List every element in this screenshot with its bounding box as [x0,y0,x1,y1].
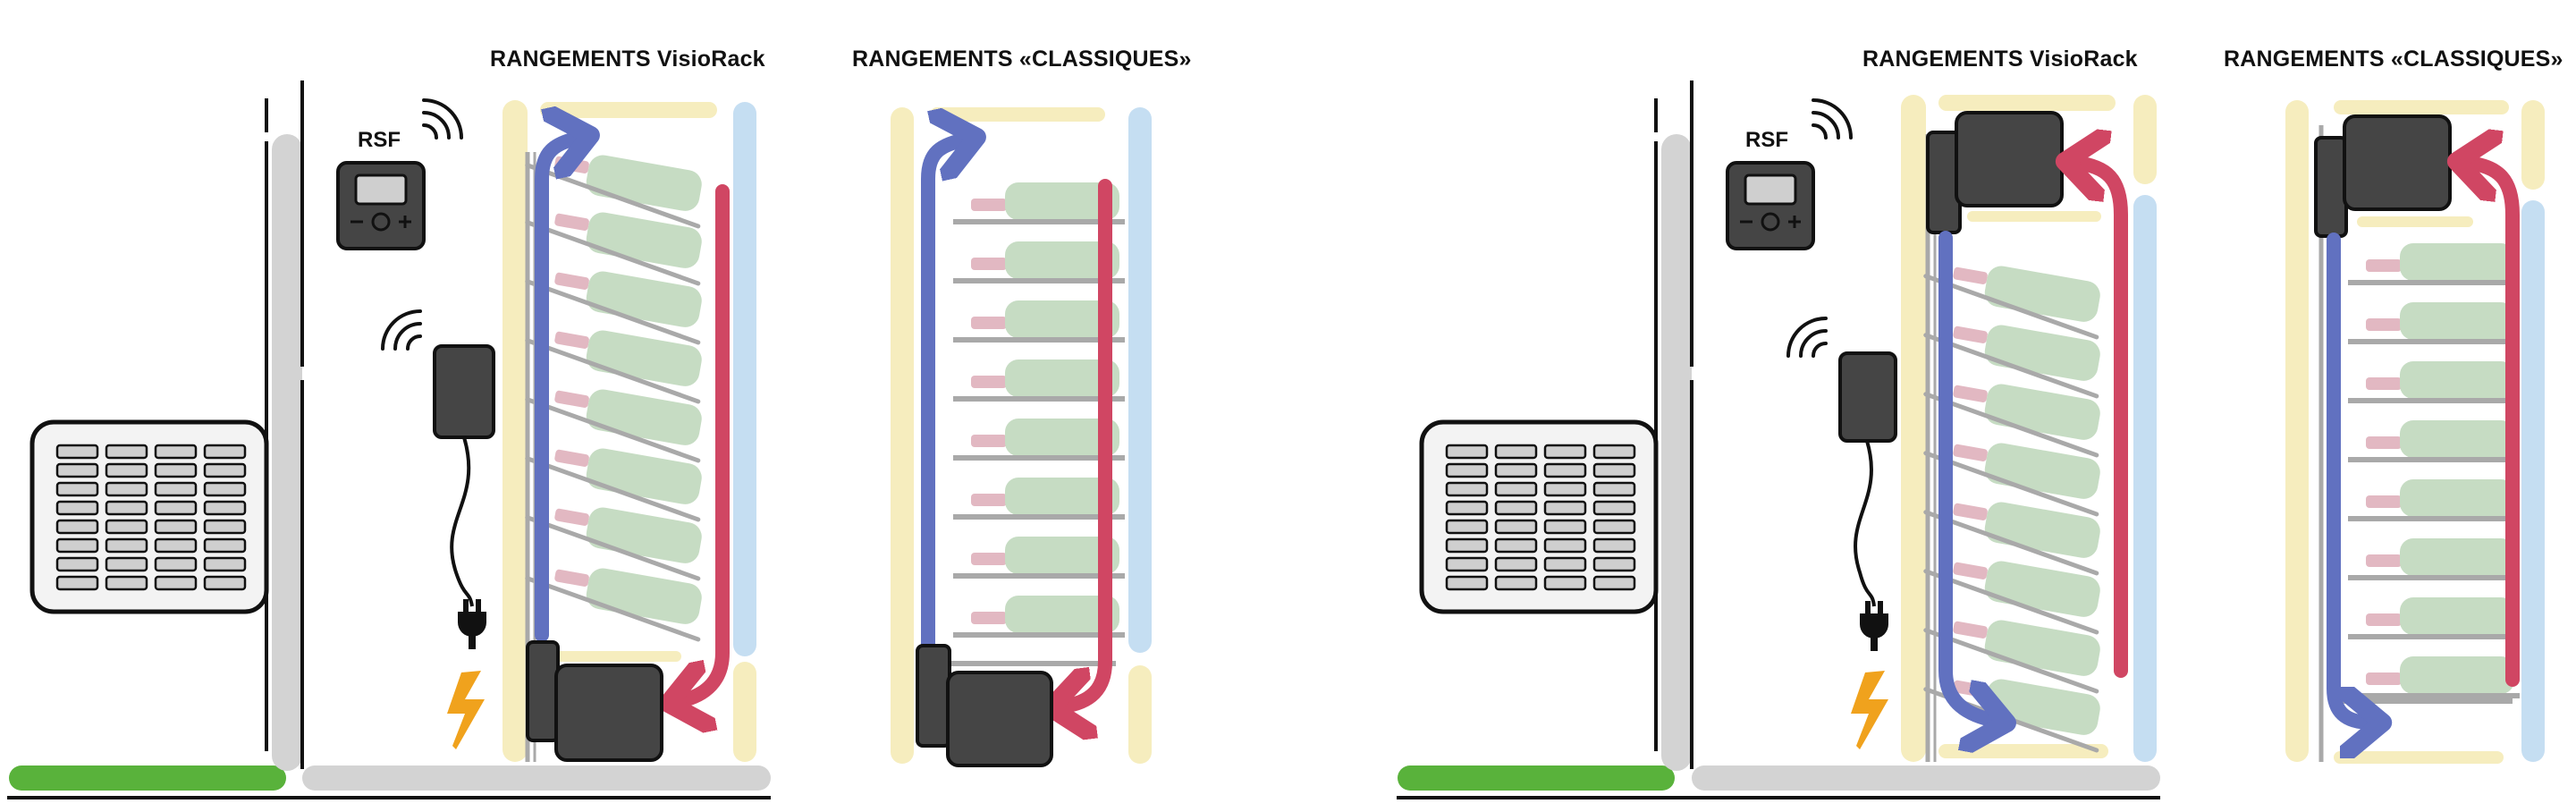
cooling-unit-icon [526,640,663,762]
wifi-icon [381,309,422,351]
lightning-icon [1851,671,1888,749]
visiorack-title-right: RANGEMENTS VisioRack [1862,47,2138,72]
floor-grey-left [302,765,771,791]
wifi-icon [1812,98,1853,140]
cold-air-arrow [921,140,966,651]
wifi-icon [422,98,463,140]
warm-air-arrow [680,184,730,701]
lightning-icon [447,671,485,749]
sensor-icon [1838,351,1897,607]
warm-air-arrow [2468,163,2520,687]
cold-air-arrow [1938,231,1996,721]
floor-grey-right [1692,765,2160,791]
classic-rack-right [2285,100,2545,764]
radiator-icon [1422,422,1656,612]
cold-air-arrow [2327,233,2371,723]
wall-left [272,134,302,771]
floor-green-right [1398,765,1675,791]
thermostat-label-left: RSF [358,128,401,152]
cooling-unit-icon [916,644,1053,767]
power-plug-icon [458,599,486,649]
sensor-icon [433,344,495,607]
floor-green-left [9,765,286,791]
classic-title-right: RANGEMENTS «CLASSIQUES» [2224,47,2563,72]
warm-air-arrow [1062,179,1112,706]
cooling-unit-icon [1926,111,2064,234]
thermostat-label-right: RSF [1745,128,1788,152]
thermostat-icon [336,161,426,250]
radiator-icon [32,422,266,612]
power-plug-icon [1860,601,1888,651]
wall-right [1661,134,1692,771]
thermostat-icon [1726,161,1815,250]
warm-air-arrow [2076,163,2128,678]
wifi-icon [1786,317,1828,358]
classic-title-left: RANGEMENTS «CLASSIQUES» [852,47,1192,72]
visiorack-title-left: RANGEMENTS VisioRack [490,47,765,72]
cold-air-arrow [535,138,579,642]
